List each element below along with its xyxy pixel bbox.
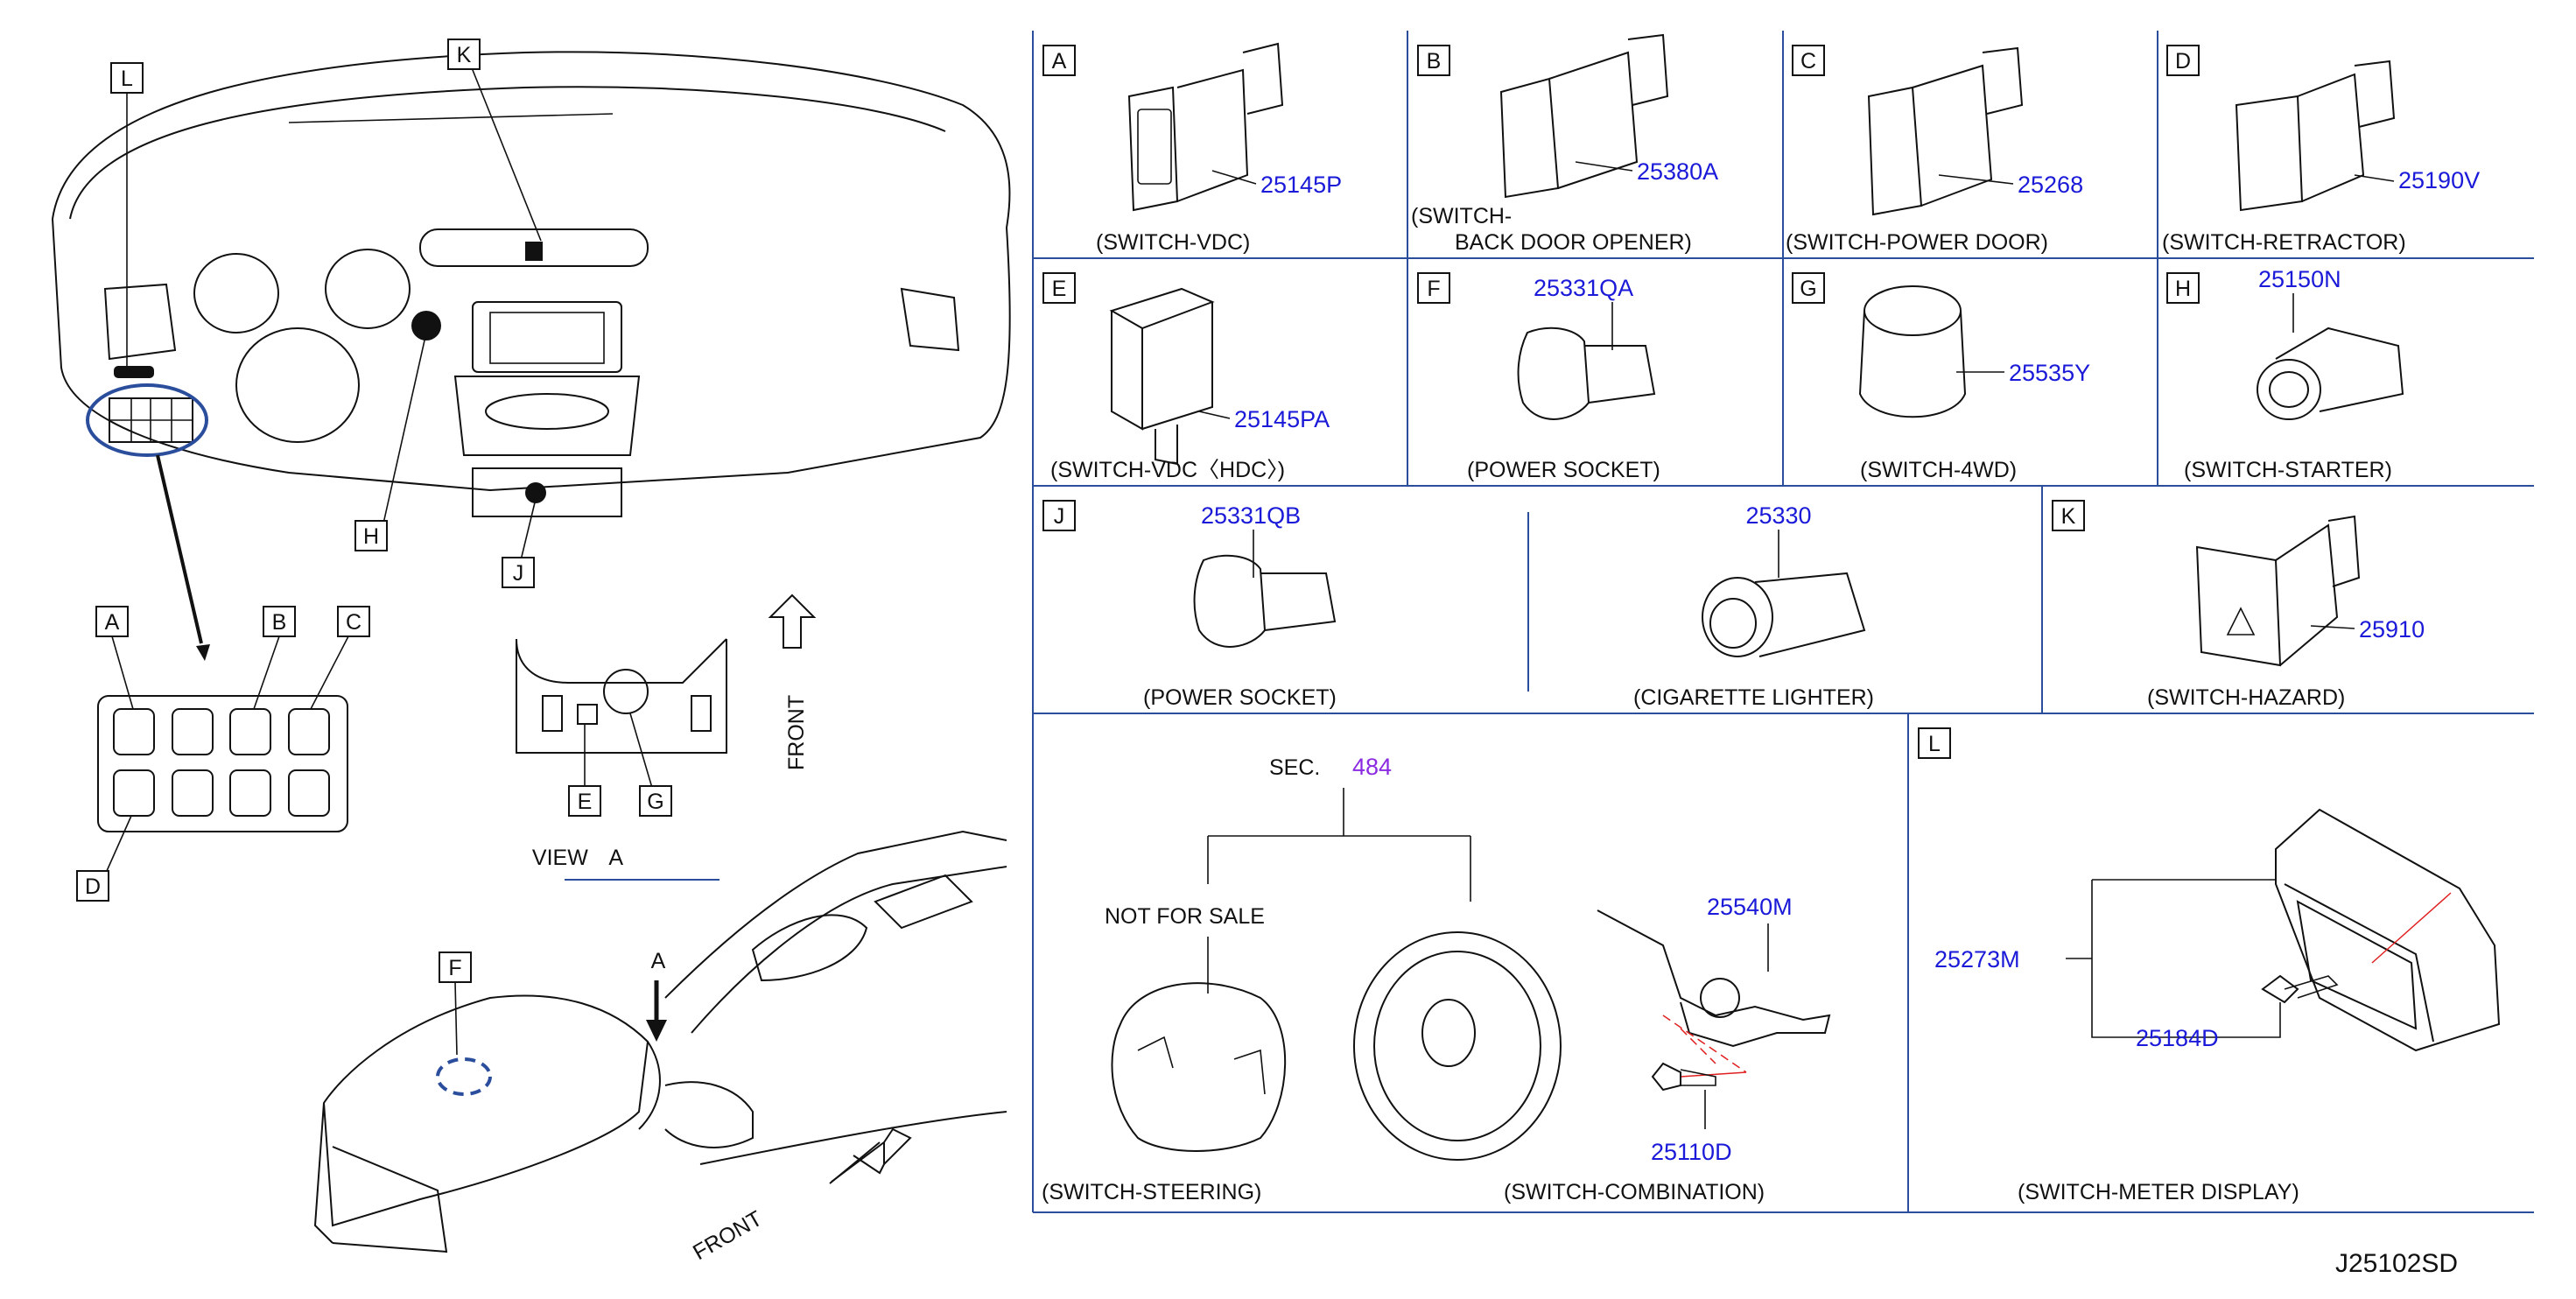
panel-h-part: 25150N <box>2258 266 2341 292</box>
panel-k-caption: (SWITCH-HAZARD) <box>2147 685 2345 710</box>
panel-b-part: 25380A <box>1637 158 1718 185</box>
panel-g: G 25535Y (SWITCH-4WD) <box>1792 272 2090 482</box>
panel-e-caption: (SWITCH-VDC〈HDC〉) <box>1050 458 1285 482</box>
console-illustration: F A FRONT <box>313 830 1007 1265</box>
panel-h-letter: H <box>2175 277 2191 301</box>
callout-K: K <box>457 43 472 67</box>
panel-callout-B: B <box>272 610 287 635</box>
panel-callout-C: C <box>346 610 361 635</box>
callout-L: L <box>121 67 133 91</box>
panel-a: A 25145P (SWITCH-VDC) <box>1042 42 1342 255</box>
view-a-detail: E G VIEW A FRONT <box>516 593 817 881</box>
panel-b-caption-2: BACK DOOR OPENER) <box>1455 230 1692 255</box>
lighter-caption: (CIGARETTE LIGHTER) <box>1633 685 1874 710</box>
view-callout-G: G <box>647 790 663 814</box>
dashboard-illustration <box>52 51 1011 661</box>
sec-label: SEC. <box>1269 755 1320 780</box>
combination-part: 25540M <box>1707 894 1793 920</box>
panel-f-part: 25331QA <box>1534 275 1633 301</box>
panel-d-caption: (SWITCH-RETRACTOR) <box>2162 230 2406 255</box>
panel-h-caption: (SWITCH-STARTER) <box>2184 458 2392 482</box>
panel-callout-A: A <box>105 610 120 635</box>
panel-steering: SEC. 484 NOT FOR SALE 25540M 25110D (SWI… <box>1042 754 1831 1204</box>
panel-e: E 25145PA (SWITCH-VDC〈HDC〉) <box>1042 272 1330 482</box>
panel-d-letter: D <box>2175 49 2191 74</box>
panel-e-letter: E <box>1052 277 1067 301</box>
panel-a-part: 25145P <box>1260 172 1342 198</box>
panel-l-letter: L <box>1928 732 1941 756</box>
panel-lighter: 25330 (CIGARETTE LIGHTER) <box>1633 502 1874 710</box>
panel-a-caption: (SWITCH-VDC) <box>1096 230 1250 255</box>
diagram-code: J25102SD <box>2335 1249 2458 1278</box>
panel-k-letter: K <box>2061 504 2076 529</box>
not-for-sale: NOT FOR SALE <box>1105 904 1265 929</box>
panel-j-caption: (POWER SOCKET) <box>1143 685 1337 710</box>
front-label-diagonal: FRONT <box>689 1206 767 1265</box>
combination-caption: (SWITCH-COMBINATION) <box>1504 1180 1765 1204</box>
panel-b-letter: B <box>1427 49 1442 74</box>
front-label-up: FRONT <box>784 695 809 770</box>
panel-h: H 25150N (SWITCH-STARTER) <box>2166 266 2404 482</box>
panel-d-part: 25190V <box>2398 167 2480 193</box>
panel-l: L 25273M 25184D (SWITCH-METER DISPLAY) <box>1918 727 2501 1204</box>
screw-part: 25110D <box>1651 1139 1732 1165</box>
steering-caption: (SWITCH-STEERING) <box>1042 1180 1261 1204</box>
panel-b-caption-1: (SWITCH- <box>1411 204 1512 228</box>
panel-d: D 25190V (SWITCH-RETRACTOR) <box>2162 45 2480 255</box>
panel-j-letter: J <box>1054 504 1065 529</box>
meter-part-2: 25184D <box>2136 1025 2219 1051</box>
panel-l-caption: (SWITCH-METER DISPLAY) <box>2018 1180 2299 1204</box>
panel-f-caption: (POWER SOCKET) <box>1467 458 1660 482</box>
panel-j-part: 25331QB <box>1201 502 1301 529</box>
panel-a-letter: A <box>1052 49 1067 74</box>
dash-callouts: L K H J <box>110 39 535 588</box>
console-callout-A: A <box>651 949 666 973</box>
sec-number: 484 <box>1352 754 1392 780</box>
panel-callout-D: D <box>85 874 101 899</box>
panel-c-letter: C <box>1800 49 1816 74</box>
panel-c: C 25268 (SWITCH-POWER DOOR) <box>1786 45 2083 255</box>
panel-g-letter: G <box>1800 277 1816 301</box>
panel-f: F 25331QA (POWER SOCKET) <box>1417 272 1660 482</box>
panel-j: J 25331QB (POWER SOCKET) <box>1042 500 1337 710</box>
switch-panel-blowup: A B C D <box>76 606 370 902</box>
panel-f-letter: F <box>1427 277 1440 301</box>
console-callout-F: F <box>448 956 461 980</box>
panel-e-part: 25145PA <box>1234 406 1330 432</box>
panel-c-caption: (SWITCH-POWER DOOR) <box>1786 230 2048 255</box>
lighter-part: 25330 <box>1745 502 1811 529</box>
panel-c-part: 25268 <box>2018 172 2083 198</box>
parts-grid-lines <box>1032 31 2534 1213</box>
panel-k-part: 25910 <box>2359 616 2425 642</box>
panel-g-part: 25535Y <box>2009 360 2090 386</box>
panel-k: K 25910 (SWITCH-HAZARD) <box>2052 500 2425 710</box>
callout-H: H <box>363 524 379 549</box>
panel-g-caption: (SWITCH-4WD) <box>1860 458 2017 482</box>
view-a-label: VIEW A <box>532 846 623 870</box>
meter-part-1: 25273M <box>1934 946 2020 972</box>
panel-b: B 25380A (SWITCH- BACK DOOR OPENER) <box>1411 33 1718 255</box>
callout-J: J <box>513 561 524 586</box>
view-callout-E: E <box>578 790 593 814</box>
